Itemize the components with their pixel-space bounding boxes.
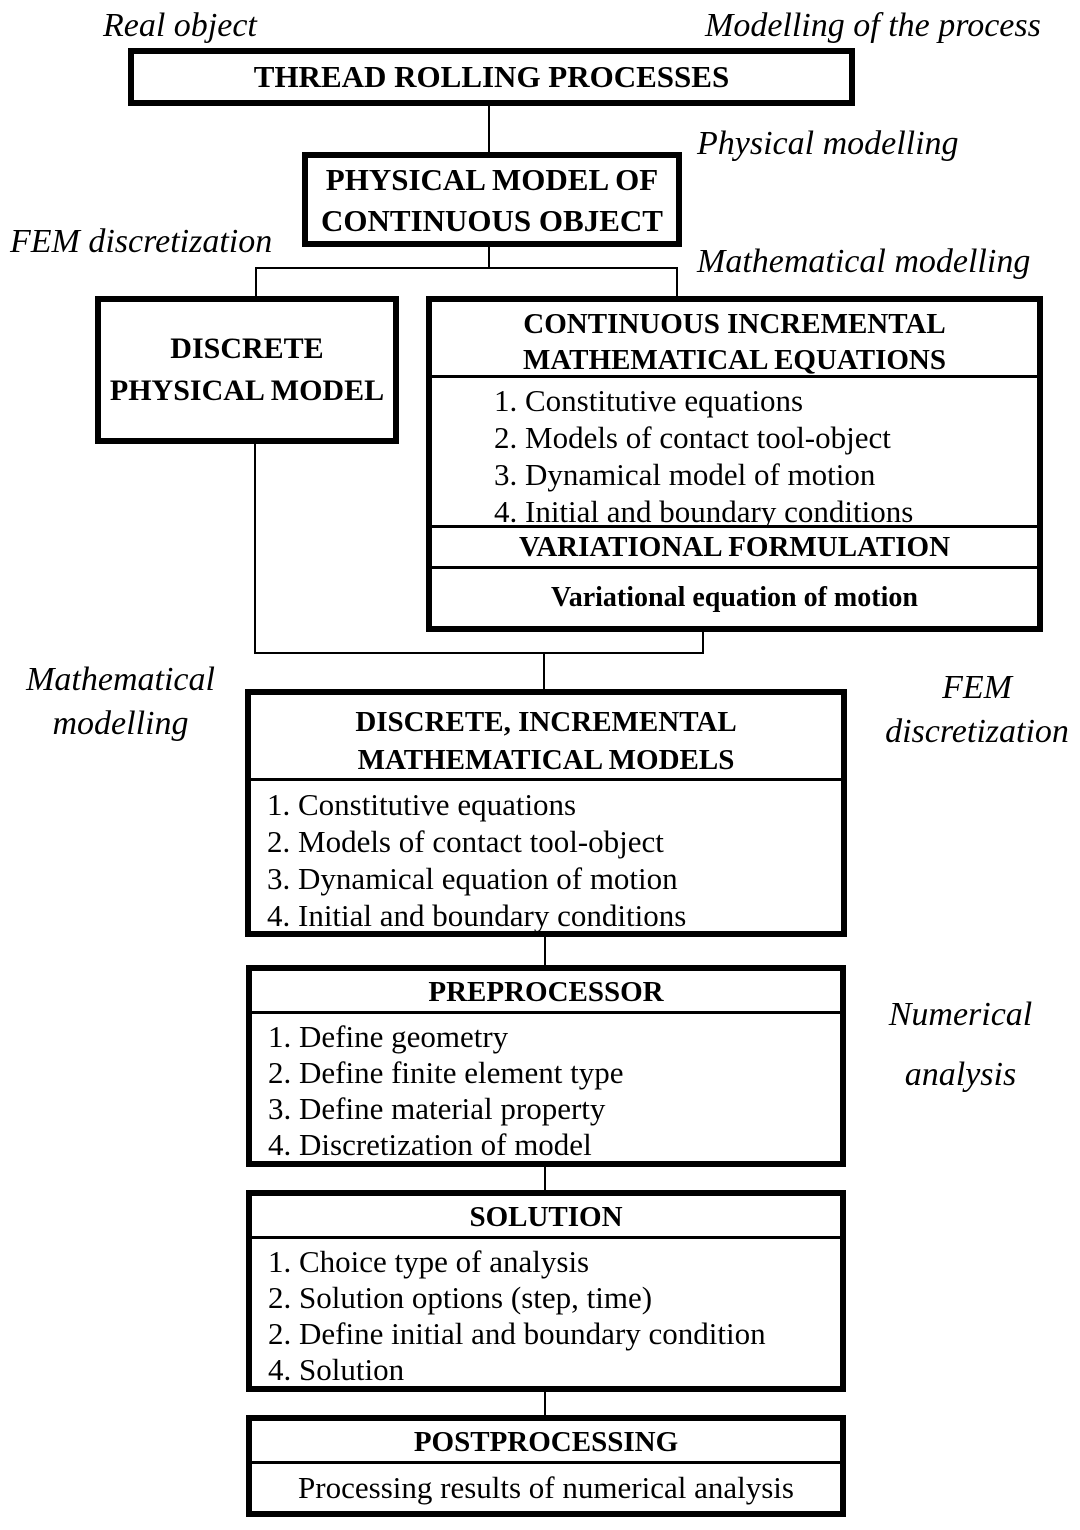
box-physical-model-title: PHYSICAL MODEL OF CONTINUOUS OBJECT xyxy=(321,161,663,238)
list-item: 3. Dynamical equation of motion xyxy=(267,861,678,896)
list-item: 2. Define finite element type xyxy=(268,1055,624,1090)
continuous-equations-list: 1. Constitutive equations 2. Models of c… xyxy=(432,378,1037,528)
label-physical-modelling: Physical modelling xyxy=(697,125,959,162)
connector-variational-drop xyxy=(702,632,704,653)
connector-solution-to-postprocessing xyxy=(544,1392,546,1415)
label-modelling-of-the-process: Modelling of the process xyxy=(705,7,1041,44)
box-continuous-incremental-title: CONTINUOUS INCREMENTAL MATHEMATICAL EQUA… xyxy=(432,302,1037,378)
connector-models-to-preprocessor xyxy=(544,937,546,965)
connector-merge-horizontal xyxy=(254,652,704,654)
list-item: 4. Solution xyxy=(268,1352,405,1387)
list-item: 3. Dynamical model of motion xyxy=(494,457,876,492)
label-numerical-analysis: Numerical analysis xyxy=(888,996,1033,1093)
box-discrete-physical-model: DISCRETE PHYSICAL MODEL xyxy=(95,296,399,444)
box-discrete-incremental-models: DISCRETE, INCREMENTAL MATHEMATICAL MODEL… xyxy=(245,689,847,937)
list-item: 3. Define material property xyxy=(268,1091,606,1126)
connector-branch-right-drop xyxy=(676,267,678,298)
variational-formulation-header: VARIATIONAL FORMULATION xyxy=(432,528,1037,569)
list-item: 2. Define initial and boundary condition xyxy=(268,1316,766,1351)
solution-list: 1. Choice type of analysis 2. Solution o… xyxy=(252,1239,840,1388)
connector-discrete-physical-drop xyxy=(254,444,256,654)
box-physical-model-continuous-object: PHYSICAL MODEL OF CONTINUOUS OBJECT xyxy=(302,152,682,247)
box-thread-rolling-processes: THREAD ROLLING PROCESSES xyxy=(128,48,855,106)
box-thread-rolling-title: THREAD ROLLING PROCESSES xyxy=(253,59,730,94)
list-item: 1. Constitutive equations xyxy=(267,787,577,822)
label-fem-discretization-upper: FEM discretization xyxy=(10,223,273,260)
discrete-models-list: 1. Constitutive equations 2. Models of c… xyxy=(251,781,841,934)
list-item: 2. Models of contact tool-object xyxy=(267,824,664,859)
variational-equation-footer: Variational equation of motion xyxy=(551,582,918,613)
connector-physical-stem xyxy=(488,247,490,268)
box-solution-title: SOLUTION xyxy=(252,1196,840,1239)
label-mathematical-modelling-upper: Mathematical modelling xyxy=(697,243,1031,280)
box-discrete-physical-title: DISCRETE PHYSICAL MODEL xyxy=(109,332,385,407)
list-item: 4. Initial and boundary conditions xyxy=(494,494,914,528)
box-continuous-incremental-equations: CONTINUOUS INCREMENTAL MATHEMATICAL EQUA… xyxy=(426,296,1043,632)
list-item: 4. Discretization of model xyxy=(268,1127,592,1162)
connector-branch-left-drop xyxy=(255,267,257,297)
box-preprocessor: PREPROCESSOR 1. Define geometry 2. Defin… xyxy=(246,965,846,1167)
box-discrete-incremental-title: DISCRETE, INCREMENTAL MATHEMATICAL MODEL… xyxy=(251,695,841,781)
list-item: 1. Constitutive equations xyxy=(494,383,804,418)
label-real-object: Real object xyxy=(103,7,257,44)
list-item: 2. Models of contact tool-object xyxy=(494,420,891,455)
postprocessing-body: Processing results of numerical analysis xyxy=(298,1470,794,1505)
connector-merge-center-drop xyxy=(543,652,545,689)
preprocessor-list: 1. Define geometry 2. Define finite elem… xyxy=(252,1014,840,1163)
connector-branch-horizontal xyxy=(255,267,678,269)
list-item: 4. Initial and boundary conditions xyxy=(267,898,687,933)
connector-thread-to-physical xyxy=(488,106,490,153)
box-postprocessing-title: POSTPROCESSING xyxy=(252,1421,840,1464)
list-item: 1. Choice type of analysis xyxy=(268,1244,590,1279)
label-fem-discretization-middle: FEM discretization xyxy=(885,669,1069,750)
box-preprocessor-title: PREPROCESSOR xyxy=(252,971,840,1014)
box-postprocessing: POSTPROCESSING Processing results of num… xyxy=(246,1415,846,1517)
list-item: 2. Solution options (step, time) xyxy=(268,1280,653,1315)
label-mathematical-modelling-middle: Mathematical modelling xyxy=(26,661,215,742)
list-item: 1. Define geometry xyxy=(268,1019,509,1054)
connector-preprocessor-to-solution xyxy=(544,1167,546,1190)
box-solution: SOLUTION 1. Choice type of analysis 2. S… xyxy=(246,1190,846,1392)
